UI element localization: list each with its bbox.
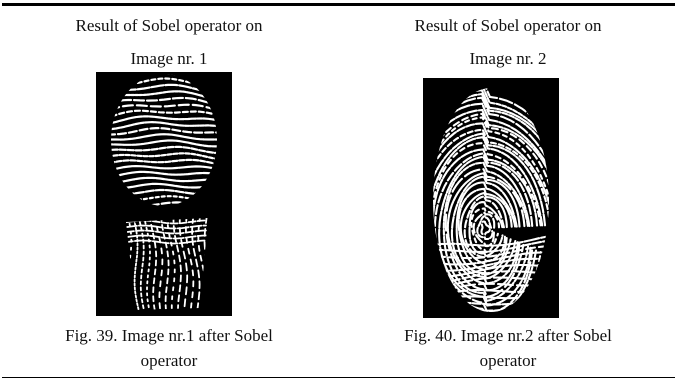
fingerprint-image-1 bbox=[96, 72, 232, 316]
table-top-rule bbox=[2, 3, 675, 6]
figure-2-caption-line1: Fig. 40. Image nr.2 after Sobel bbox=[404, 326, 612, 345]
figure-1-caption-line1: Fig. 39. Image nr.1 after Sobel bbox=[65, 326, 273, 345]
figure-2-header-line2: Image nr. 2 bbox=[469, 49, 547, 68]
figure-2-caption-line2: operator bbox=[479, 351, 537, 370]
fingerprint-image-2 bbox=[423, 78, 559, 318]
figure-2-header-line1: Result of Sobel operator on bbox=[414, 16, 602, 35]
figure-cell-2: Result of Sobel operator on Image nr. 2 … bbox=[339, 6, 677, 378]
figure-cell-1: Result of Sobel operator on Image nr. 1 … bbox=[0, 6, 338, 378]
figure-1-caption-line2: operator bbox=[140, 351, 198, 370]
figure-1-header-line2: Image nr. 1 bbox=[130, 49, 208, 68]
figure-1-header-line1: Result of Sobel operator on bbox=[75, 16, 263, 35]
